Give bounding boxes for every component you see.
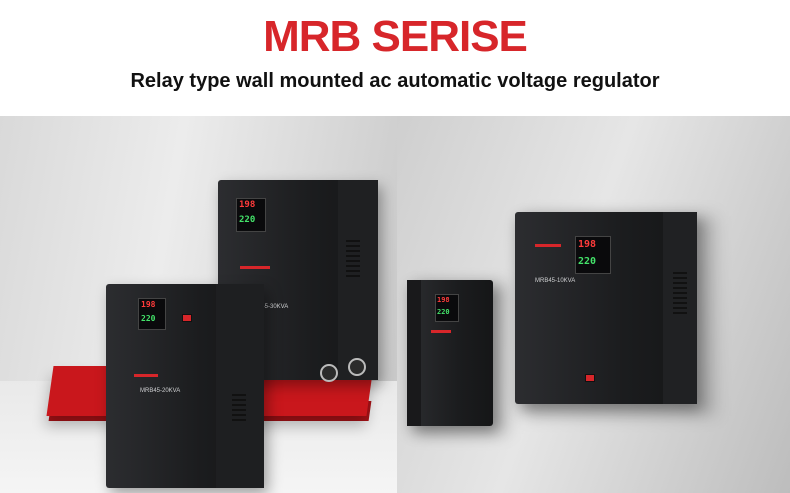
page-title: MRB SERISE [263,12,528,61]
model-label: MRB45-10KVA [535,278,576,284]
photo-left: 198 220 MRB45-30KVA 198 220 MRB45-20KVA [0,116,397,493]
page-subtitle: Relay type wall mounted ac automatic vol… [130,70,660,92]
display-top-value: 198 [437,296,450,304]
unit-side-panel [216,284,264,488]
display-bottom-value: 220 [141,314,156,323]
regulator-unit-small: 198 220 [407,280,493,426]
brand-strip [431,330,451,333]
brand-strip [240,266,270,269]
display-screen: 198 220 [435,294,459,322]
photo-right: 198 220 198 220 MRB45-10KVA [397,116,790,493]
side-vent [346,240,360,280]
display-bottom-value: 220 [437,308,450,316]
display-bottom-value: 220 [578,256,597,267]
display-bottom-value: 220 [239,215,256,225]
model-label: MRB45-20KVA [140,388,181,394]
power-switch [182,314,192,322]
display-top-value: 198 [239,200,256,210]
display-top-value: 198 [578,239,597,250]
model-label: MRB45-30KVA [248,304,289,310]
unit-side-panel [407,280,421,426]
caster-wheel [348,358,366,376]
unit-side-panel [338,180,378,380]
power-switch [585,374,595,382]
regulator-unit-back: 198 220 MRB45-30KVA [218,180,378,382]
side-vent [232,394,246,424]
regulator-unit-front: 198 220 MRB45-20KVA [106,284,264,488]
regulator-unit-large: 198 220 MRB45-10KVA [515,212,697,404]
brand-strip [535,244,561,247]
brand-strip [134,374,158,377]
page-header: MRB SERISE Relay type wall mounted ac au… [0,0,790,116]
display-screen: 198 220 [138,298,166,330]
side-vent [673,272,687,317]
display-top-value: 198 [141,300,156,309]
caster-wheel [320,364,338,382]
product-photos: 198 220 MRB45-30KVA 198 220 MRB45-20KVA [0,116,790,493]
display-screen: 198 220 [236,198,266,232]
display-screen: 198 220 [575,236,611,274]
